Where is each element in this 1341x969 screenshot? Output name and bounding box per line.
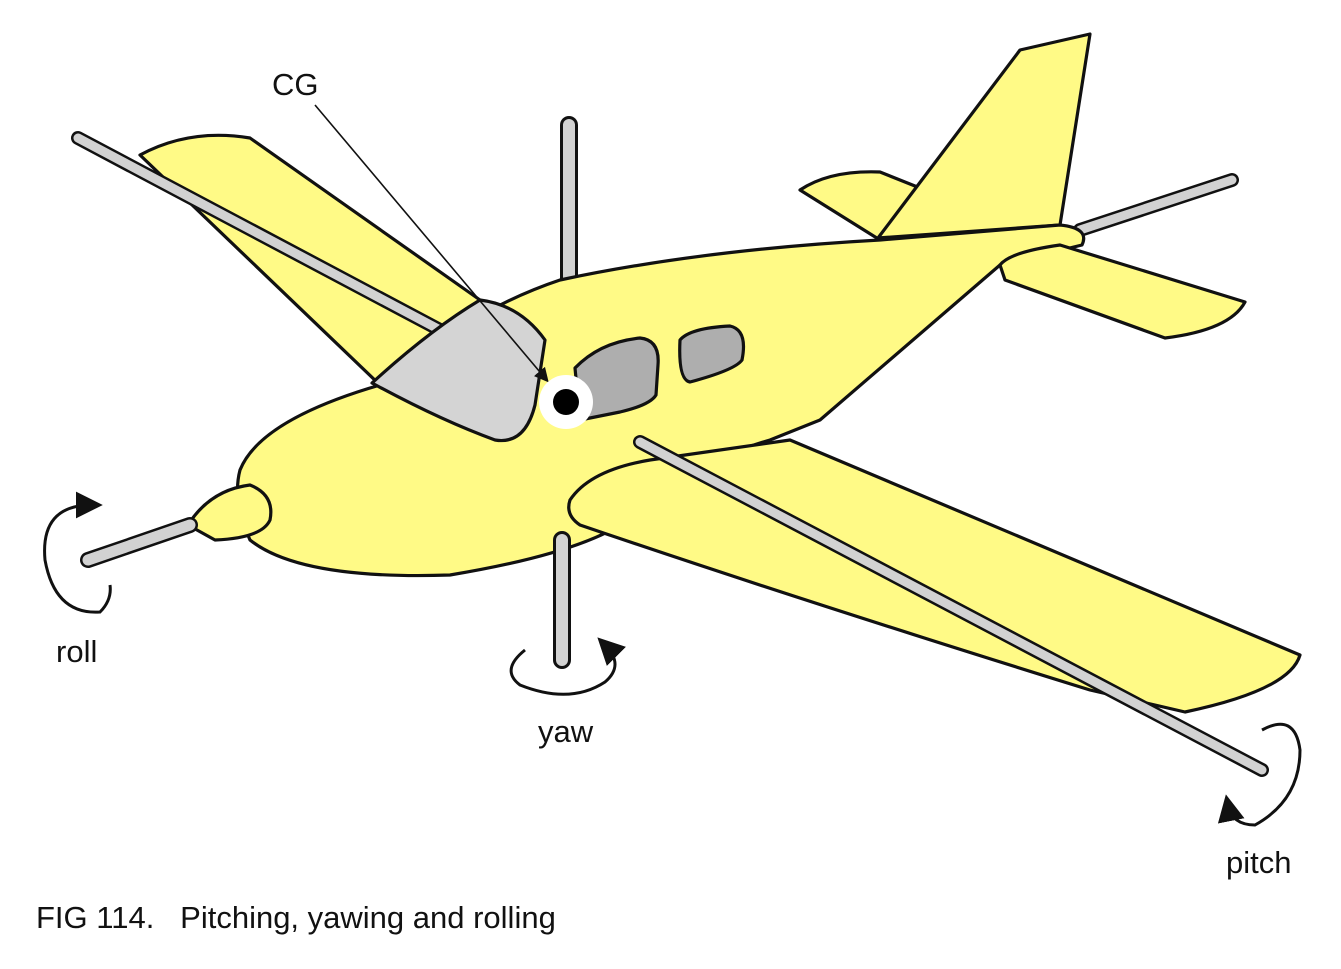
tail-axis-rod	[1073, 173, 1239, 237]
engine-spinner	[186, 483, 273, 542]
pitch-axis-rod-right	[633, 435, 1269, 777]
roll-rotation-arrow	[43, 491, 112, 614]
pitch-label: pitch	[1226, 845, 1291, 880]
roll-axis-rod	[80, 517, 198, 568]
vertical-fin	[876, 32, 1092, 240]
pitch-rotation-arrow	[1217, 722, 1302, 827]
cg-label: CG	[272, 67, 319, 102]
pitch-axis-rod-left	[71, 131, 447, 337]
yaw-rotation-arrow	[509, 637, 627, 696]
roll-label: roll	[56, 634, 97, 669]
cg-marker	[539, 375, 593, 429]
right-horizontal-stabilizer	[998, 243, 1247, 340]
yaw-label: yaw	[538, 714, 594, 749]
right-wing	[567, 438, 1302, 714]
cabin-window-front	[573, 336, 660, 422]
cg-leader-line	[314, 104, 549, 383]
cabin-window-rear	[678, 324, 746, 384]
figure-caption: FIG 114. Pitching, yawing and rolling	[36, 900, 556, 935]
